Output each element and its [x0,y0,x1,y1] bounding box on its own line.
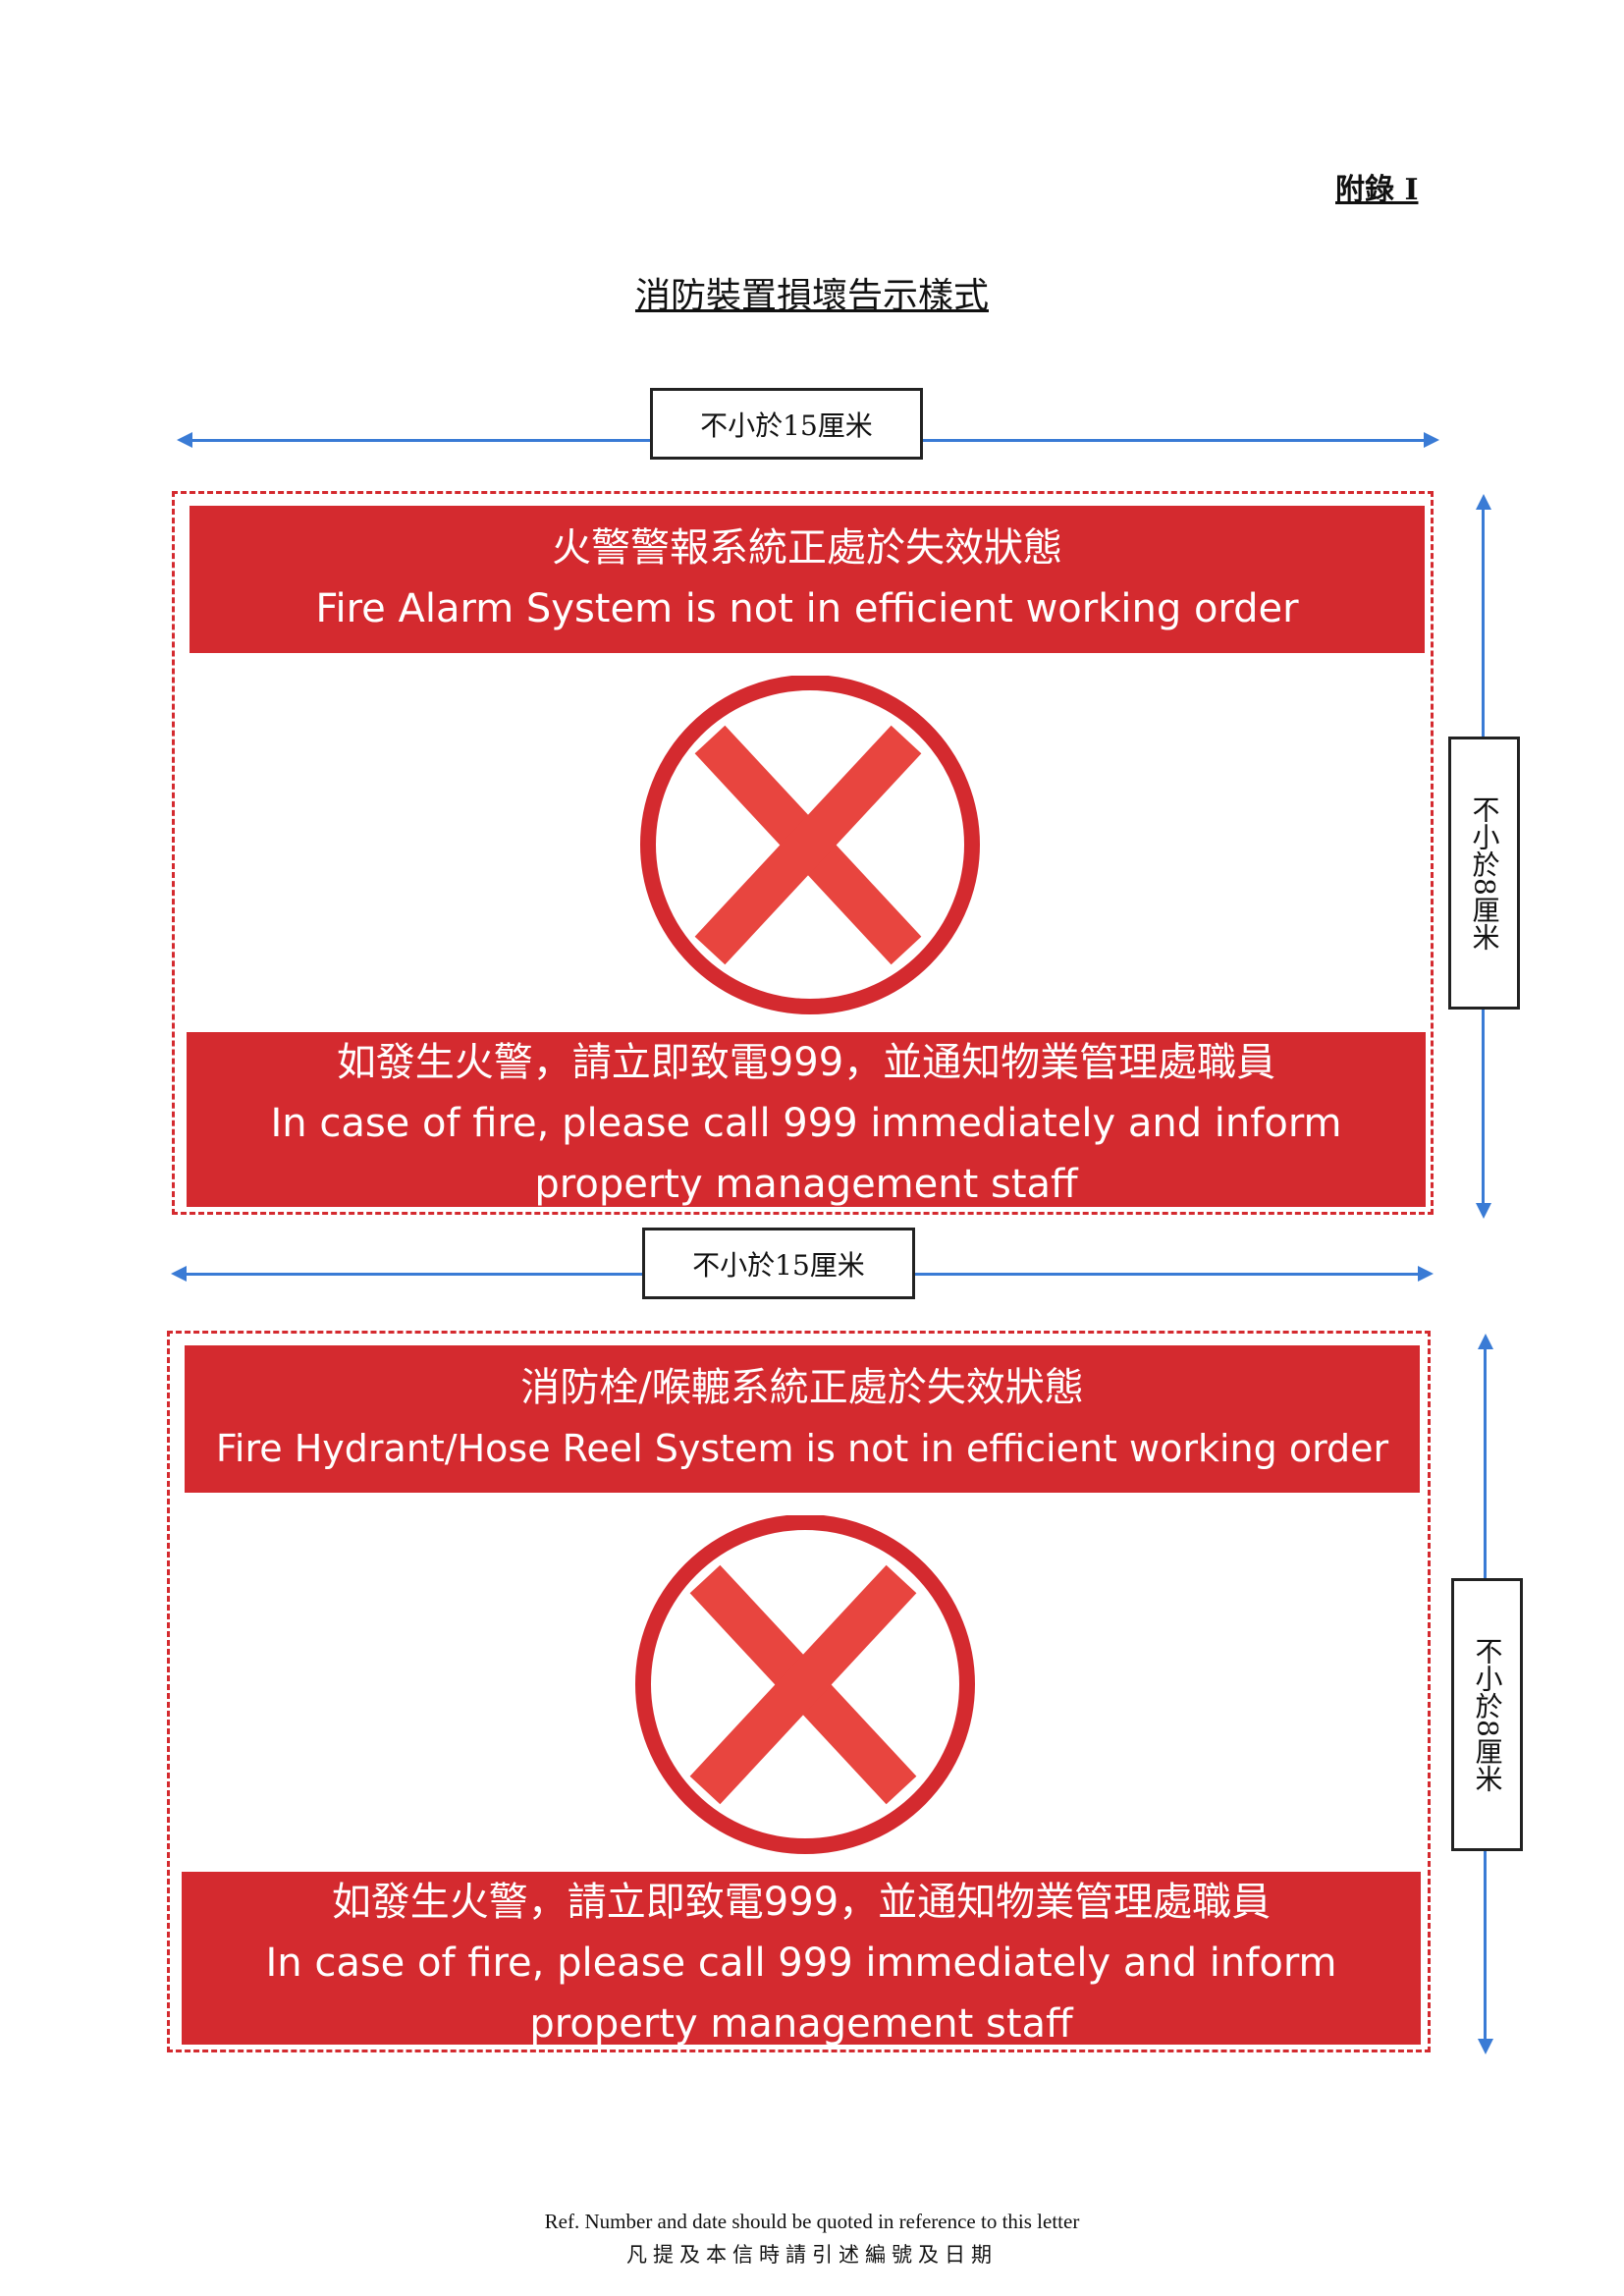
sign-title-en: Fire Hydrant/Hose Reel System is not in … [215,1427,1389,1470]
sign-instruction-en: In case of fire, please call 999 immedia… [270,1101,1342,1146]
arrow-down-icon [1478,2039,1493,2054]
sign-footer-band: 如發生火警，請立即致電999，並通知物業管理處職員 In case of fir… [182,1872,1421,2047]
prohibited-x-icon [635,1515,975,1854]
sign-header-band: 火警警報系統正處於失效狀態 Fire Alarm System is not i… [189,506,1425,653]
arrow-up-icon [1478,1334,1493,1349]
sign-instruction-en-2: property management staff [534,1162,1078,1207]
width-dimension-label: 不小於15厘米 [650,388,923,460]
sign-footer-band: 如發生火警，請立即致電999，並通知物業管理處職員 In case of fir… [187,1032,1426,1207]
prohibited-x-icon [640,676,980,1014]
sign-header-band: 消防栓/喉轆系統正處於失效狀態 Fire Hydrant/Hose Reel S… [185,1345,1420,1493]
notice-sign-fire-alarm: 火警警報系統正處於失效狀態 Fire Alarm System is not i… [172,491,1434,1215]
arrow-up-icon [1476,494,1491,510]
arrow-down-icon [1476,1203,1491,1219]
sign-title-en: Fire Alarm System is not in efficient wo… [315,586,1299,631]
sign-instruction-en-2: property management staff [529,2001,1073,2047]
page-title: 消防裝置損壞告示樣式 [634,276,989,316]
appendix-label: 附錄 I [1335,173,1419,207]
sign-instruction-en: In case of fire, please call 999 immedia… [265,1941,1337,1986]
width-dimension-label: 不小於15厘米 [642,1228,915,1299]
sign-instruction-zh: 如發生火警，請立即致電999，並通知物業管理處職員 [331,1880,1272,1925]
footer-reference-zh: 凡提及本信時請引述編號及日期 [626,2243,998,2267]
sign-instruction-zh: 如發生火警，請立即致電999，並通知物業管理處職員 [336,1040,1276,1085]
height-dimension-label: 不小於8厘米 [1451,1578,1523,1851]
sign-title-zh: 消防栓/喉轆系統正處於失效狀態 [520,1365,1084,1410]
arrow-right-icon [1418,1266,1434,1282]
footer-reference-en: Ref. Number and date should be quoted in… [544,2210,1080,2233]
arrow-right-icon [1424,432,1439,448]
height-dimension-label: 不小於8厘米 [1448,737,1520,1010]
sign-title-zh: 火警警報系統正處於失效狀態 [552,525,1062,571]
arrow-left-icon [171,1266,187,1282]
notice-sign-fire-hydrant: 消防栓/喉轆系統正處於失效狀態 Fire Hydrant/Hose Reel S… [167,1331,1431,2052]
arrow-left-icon [177,432,192,448]
